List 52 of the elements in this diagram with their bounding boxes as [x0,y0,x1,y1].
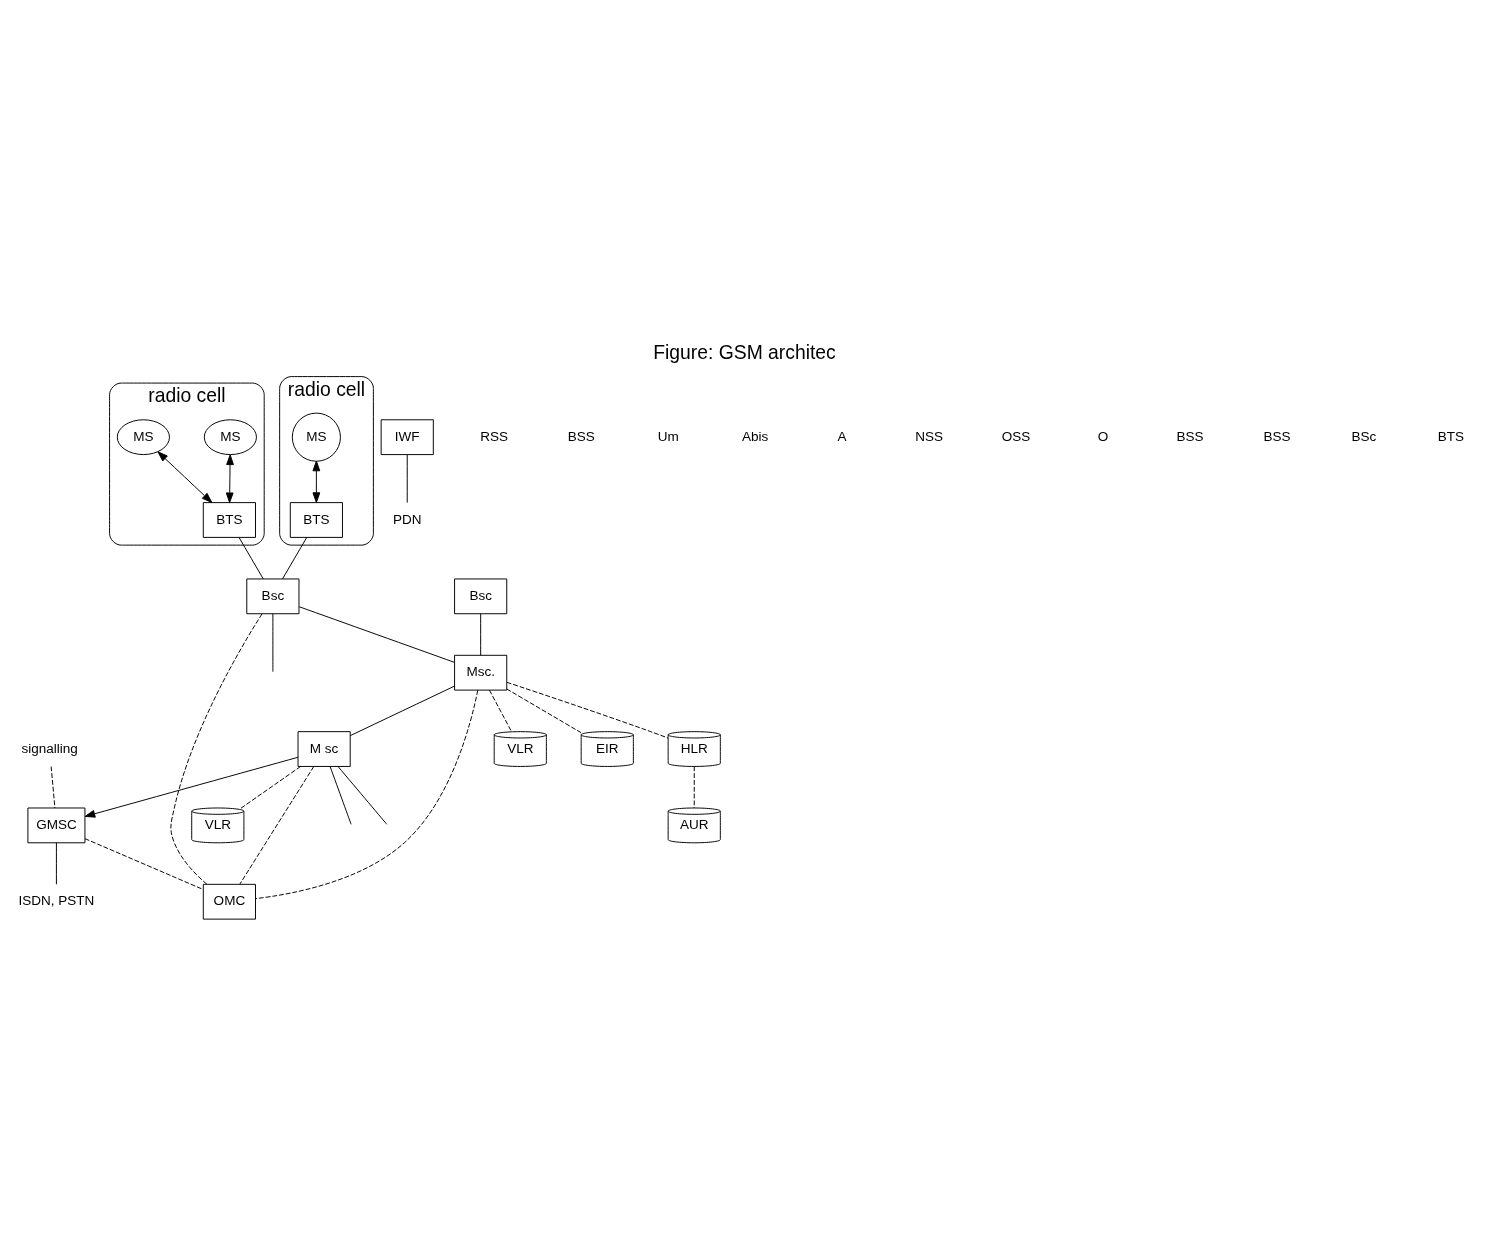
label: NSS [915,428,943,444]
node-box: IWF [380,419,434,456]
node-box: BTS [202,502,256,538]
connector [255,689,479,900]
node-ellipse: MS [203,419,257,456]
connector [239,766,301,810]
arrow [84,756,299,818]
arrow [312,460,321,503]
connector [282,537,308,580]
label: A [837,428,847,444]
connector [50,766,56,809]
connector [506,681,669,739]
node-box: OMC [202,883,256,920]
node-text: ISDN, PSTN [18,893,95,909]
connector [488,689,512,733]
label: Um [657,428,679,444]
node-box: Bsc [246,578,300,615]
connector [55,842,57,885]
connector [349,685,455,737]
connector [480,613,482,656]
connector [170,613,263,885]
label: BSS [567,428,595,444]
label: OSS [1001,428,1031,444]
label: BTS [1437,428,1465,444]
connector [84,838,204,890]
connector [298,606,456,663]
connector [238,537,264,580]
node-box: GMSC [27,807,86,844]
node-box: M sc [297,731,351,767]
connector [693,766,695,809]
label: BSc [1351,428,1377,444]
node-box: Bsc [454,578,508,615]
connector [239,766,315,885]
node-box: Msc. [454,654,508,691]
diagram-title: Figure: GSM architec [653,342,836,364]
arrow [157,451,213,503]
connector [272,613,274,673]
node-box: BTS [289,502,343,538]
node-ellipse: MS [116,419,170,456]
connector [406,454,408,504]
connector [329,766,352,825]
label: O [1097,428,1109,444]
connector [506,688,582,734]
label: Abis [741,428,769,444]
connector [337,766,388,825]
arrow [225,454,234,504]
label: BSS [1263,428,1291,444]
node-text: PDN [392,511,422,527]
label: BSS [1176,428,1204,444]
label: RSS [480,428,509,444]
node-text: signalling [21,740,78,756]
node-circle: MS [291,412,341,462]
